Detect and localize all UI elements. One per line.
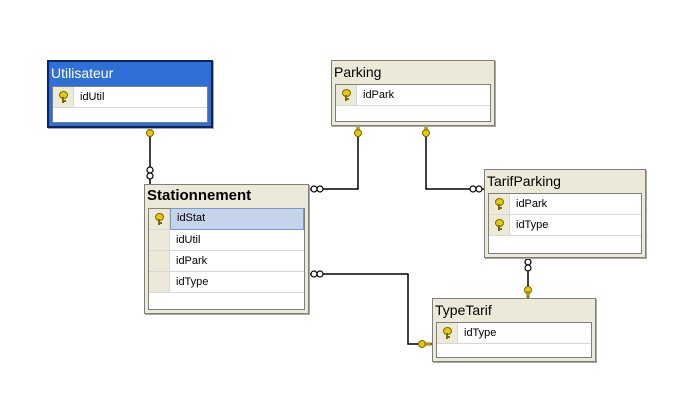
table-typetarif[interactable]: TypeTarif idType (432, 298, 596, 362)
key-end-icon (418, 340, 432, 348)
row-selector (437, 323, 458, 343)
table-utilisateur[interactable]: Utilisateur idUtil (47, 60, 213, 128)
key-end-icon (422, 125, 430, 137)
column-list: idType (436, 322, 592, 358)
key-end-icon (146, 125, 154, 137)
table-title: Stationnement (147, 187, 252, 204)
many-end-icon (469, 185, 483, 193)
many-end-icon (310, 270, 324, 278)
column-row[interactable]: idPark (336, 85, 490, 106)
column-name: idPark (516, 198, 548, 210)
column-name: idType (464, 327, 497, 339)
relationship-typetarif-stationnement[interactable] (309, 273, 432, 345)
primary-key-icon (341, 89, 351, 101)
many-end-icon (524, 258, 532, 272)
row-selector (149, 230, 170, 250)
column-name: idStat (170, 208, 304, 230)
column-name: idPark (363, 89, 395, 101)
table-title: TarifParking (487, 173, 561, 189)
column-name: idUtil (80, 91, 105, 103)
primary-key-icon (442, 327, 452, 339)
row-selector (489, 194, 510, 214)
row-selector (489, 215, 510, 235)
column-name: idUtil (176, 234, 201, 246)
column-row[interactable]: idType (149, 272, 304, 293)
key-end-icon (524, 286, 532, 298)
column-list: idPark idType (488, 193, 642, 254)
column-row[interactable]: idStat (149, 208, 304, 230)
table-title: Utilisateur (51, 65, 114, 81)
table-parking[interactable]: Parking idPark (331, 60, 495, 126)
relationship-parking-stationnement[interactable] (309, 126, 359, 190)
table-title: Parking (334, 64, 382, 80)
row-selector (149, 251, 170, 271)
column-row[interactable]: idType (489, 215, 641, 236)
row-selector (336, 85, 357, 105)
primary-key-icon (154, 213, 164, 225)
column-row[interactable]: idUtil (149, 230, 304, 251)
column-row[interactable]: idPark (149, 251, 304, 272)
table-stationnement[interactable]: Stationnement idStat idUtil idPark idTyp… (144, 184, 309, 314)
key-end-icon (354, 125, 362, 137)
many-end-icon (146, 166, 154, 180)
column-list: idUtil (52, 86, 208, 123)
primary-key-icon (494, 219, 504, 231)
relationship-parking-tarifparking[interactable] (425, 126, 484, 190)
table-title: TypeTarif (435, 302, 492, 318)
row-selector (149, 272, 170, 292)
primary-key-icon (494, 198, 504, 210)
row-selector (53, 87, 74, 107)
column-name: idType (516, 219, 549, 231)
column-name: idPark (176, 255, 208, 267)
column-row[interactable]: idType (437, 323, 591, 344)
column-row[interactable]: idPark (489, 194, 641, 215)
table-tarifparking[interactable]: TarifParking idPark idType (484, 169, 646, 258)
column-row[interactable]: idUtil (53, 87, 207, 108)
row-selector (149, 209, 170, 229)
column-name: idType (176, 276, 209, 288)
column-list: idPark (335, 84, 491, 122)
primary-key-icon (58, 91, 68, 103)
column-list: idStat idUtil idPark idType (148, 208, 305, 310)
many-end-icon (310, 185, 324, 193)
